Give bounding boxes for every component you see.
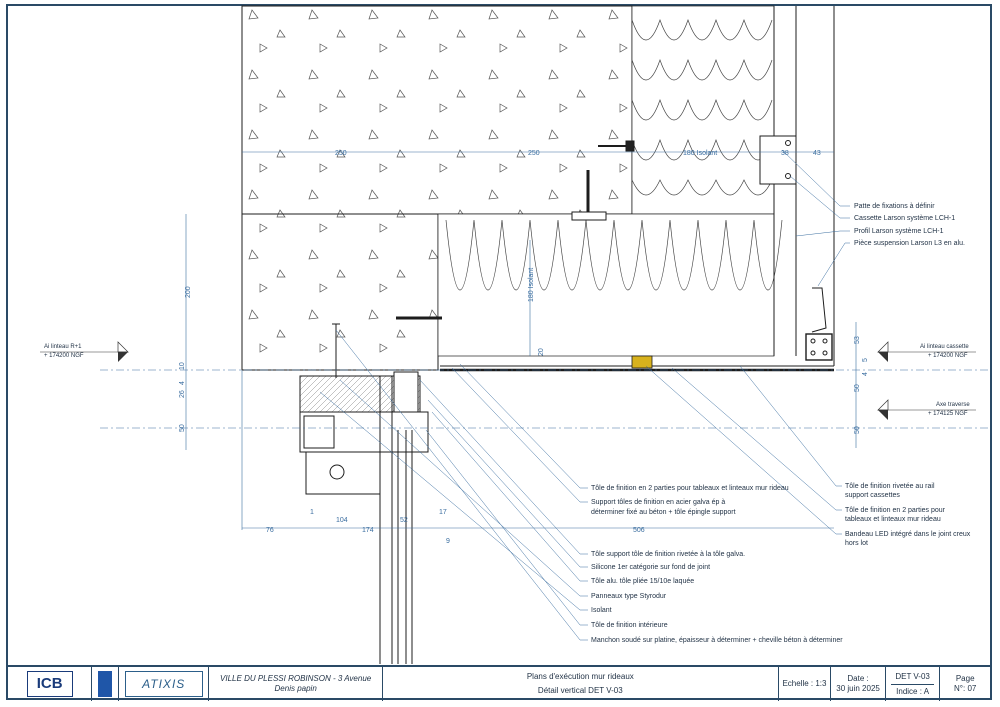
concrete-lintel <box>241 213 439 371</box>
dim-180-isolant-v: 180 Isolant <box>528 268 535 302</box>
dimension-lines <box>100 151 990 530</box>
concrete-wall <box>241 5 633 215</box>
date-label: Date : <box>847 674 869 683</box>
dim-53: 53 <box>854 336 861 344</box>
leader-lines <box>319 149 850 641</box>
sheet-frame <box>6 4 992 700</box>
upper-insulation <box>631 5 775 215</box>
ref-cell: DET V-03 Indice : A <box>886 667 941 701</box>
level-right1-title: Ai linteau cassette <box>920 344 969 350</box>
label-bandeau-led-2: hors lot <box>845 540 868 547</box>
dim-104: 104 <box>336 517 348 524</box>
dim-50-right-1: 50 <box>854 384 861 392</box>
page-value: N°: 07 <box>954 684 977 693</box>
label-support-toles-1: Support tôles de finition en acier galva… <box>591 499 725 506</box>
anchors <box>396 140 635 320</box>
page-cell: Page N°: 07 <box>940 667 990 701</box>
label-tole-rivetee-2: support cassettes <box>845 492 900 499</box>
drawing-index: Indice : A <box>896 686 930 696</box>
level-left-title: Ai linteau R+1 <box>44 344 82 350</box>
dim-4-right: 4 <box>862 372 869 376</box>
dim-250-b: 250 <box>528 150 540 157</box>
title-block: ICB ATIXIS VILLE DU PLESSI ROBINSON - 3 … <box>8 665 990 701</box>
label-support-toles-2: déterminer fixé au béton + tôle épingle … <box>591 509 736 516</box>
led-strip <box>631 355 653 369</box>
atixis-logo: ATIXIS <box>124 671 203 697</box>
label-patte-fixations: Patte de fixations à définir <box>854 203 935 210</box>
dim-43: 43 <box>813 150 821 157</box>
label-profil-larson: Profil Larson système LCH-1 <box>854 228 944 235</box>
dim-9: 9 <box>446 538 450 545</box>
dim-5: 5 <box>862 358 869 362</box>
label-tole-interieure: Tôle de finition intérieure <box>591 622 668 629</box>
label-silicone: Silicone 1er catégorie sur fond de joint <box>591 564 710 571</box>
scale-text: Echelle : 1:3 <box>782 679 827 688</box>
date-value: 30 juin 2025 <box>836 684 880 693</box>
icb-logo: ICB <box>26 671 73 697</box>
label-bandeau-led-1: Bandeau LED intégré dans le joint creux <box>845 531 971 538</box>
level-right2-title: Axe traverse <box>936 402 970 408</box>
dim-200: 200 <box>185 286 192 298</box>
blue-logo <box>98 671 113 697</box>
soffit-insulation <box>437 213 783 357</box>
dim-174: 174 <box>362 527 374 534</box>
page-label: Page <box>955 674 975 683</box>
level-marker-right-2: Axe traverse + 174125 NGF <box>877 399 976 420</box>
dim-1: 1 <box>310 509 314 516</box>
label-tole-rivetee-1: Tôle de finition rivetée au rail <box>845 483 935 490</box>
label-isolant: Isolant <box>591 607 612 614</box>
dim-506: 506 <box>633 527 645 534</box>
dim-20: 20 <box>538 348 545 356</box>
label-piece-suspension: Pièce suspension Larson L3 en alu. <box>854 240 965 247</box>
level-right1-value: + 174200 NGF <box>928 353 968 359</box>
logo-atixis-cell: ATIXIS <box>119 667 210 701</box>
level-marker-right-1: Ai linteau cassette + 174200 NGF <box>877 341 976 362</box>
level-marker-left: Ai linteau R+1 + 174200 NGF <box>40 341 129 362</box>
level-left-value: + 174200 NGF <box>44 353 84 359</box>
label-panneaux-styrodur: Panneaux type Styrodur <box>591 593 667 600</box>
logo-icb-cell: ICB <box>8 667 93 701</box>
label-tole-finition-2-parties: Tôle de finition en 2 parties pour table… <box>591 485 789 492</box>
dim-50-left: 50 <box>179 424 186 432</box>
label-tole-support: Tôle support tôle de finition rivetée à … <box>591 551 745 558</box>
label-tole-alu: Tôle alu. tôle pliée 15/10e laquée <box>591 578 694 585</box>
project-cell: VILLE DU PLESSI ROBINSON - 3 Avenue Deni… <box>209 667 383 701</box>
dim-17: 17 <box>439 509 447 516</box>
dim-4: 4 <box>179 381 186 385</box>
logo-blue-cell <box>92 667 120 701</box>
dim-250-a: 250 <box>335 150 347 157</box>
dim-76: 76 <box>266 527 274 534</box>
curtain-wall-frame <box>299 323 429 664</box>
dim-52: 52 <box>400 517 408 524</box>
scale-cell: Echelle : 1:3 <box>779 667 832 701</box>
label-tole-2-parties-2: tableaux et linteaux mur rideau <box>845 516 941 523</box>
project-line-1: VILLE DU PLESSI ROBINSON - 3 Avenue <box>220 674 372 683</box>
label-tole-2-parties-1: Tôle de finition en 2 parties pour <box>845 507 946 514</box>
label-cassette-larson: Cassette Larson système LCH-1 <box>854 215 955 222</box>
dim-38: 38 <box>781 150 789 157</box>
dim-50-right-2: 50 <box>854 426 861 434</box>
dim-180-isolant: 180 Isolant <box>683 150 717 157</box>
level-right2-value: + 174125 NGF <box>928 411 968 417</box>
dim-10: 10 <box>179 362 186 370</box>
drawing-ref: DET V-03 <box>891 672 934 685</box>
label-manchon-soude: Manchon soudé sur platine, épaisseur à d… <box>591 637 843 644</box>
date-cell: Date : 30 juin 2025 <box>831 667 886 701</box>
plan-subtitle: Détail vertical DET V-03 <box>537 686 623 695</box>
plan-title-cell: Plans d'exécution mur rideaux Détail ver… <box>383 667 779 701</box>
dim-26: 26 <box>179 390 186 398</box>
project-line-2: Denis papin <box>274 684 317 693</box>
plan-title: Plans d'exécution mur rideaux <box>526 672 634 681</box>
